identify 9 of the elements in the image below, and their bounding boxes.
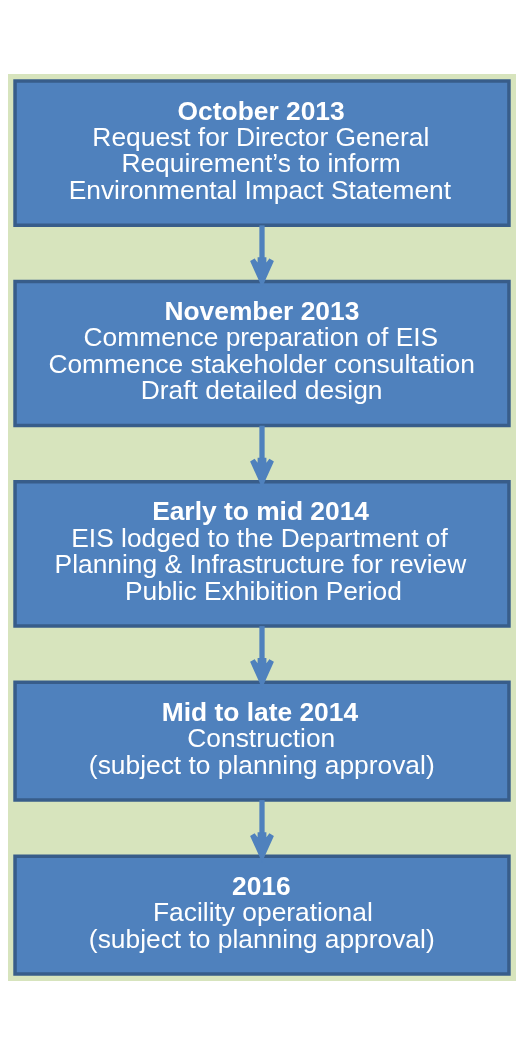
arrow [249,626,275,685]
node-box: Early to mid 2014 EIS lodged to the Department of Planning & Infrastructure for review Public Exhibition Period [13,480,511,628]
node-box: November 2013 Commence preparation of EIS Commence stakeholder consultation Draft detailed design [13,279,511,428]
node-box: 2016 Facility operational (subject to planning approval) [13,854,511,976]
arrow [249,800,275,859]
arrow [249,225,275,284]
node-box: Mid to late 2014 Construction (subject to planning approval) [13,680,511,802]
arrow [249,425,275,485]
node-box: October 2013 Request for Director General Requirement’s to inform Environmental Impact Statement [13,79,511,227]
